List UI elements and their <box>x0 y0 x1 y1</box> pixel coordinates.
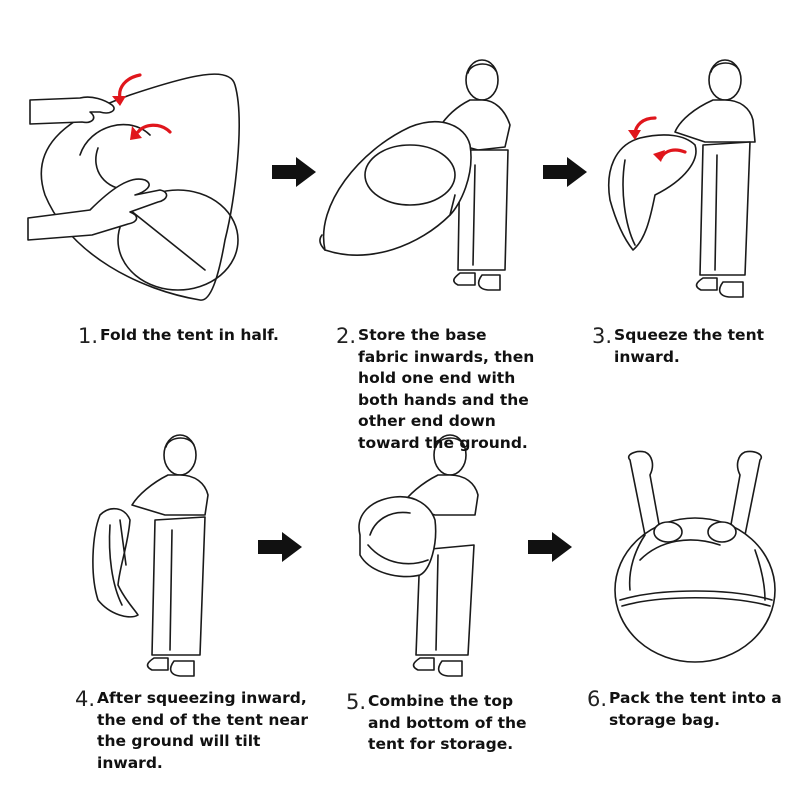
step-text: Combine the top and bottom of the tent f… <box>368 692 527 753</box>
step-2-caption: 2. Store the base fabric inwards, then h… <box>336 325 541 454</box>
step-number: 2. <box>336 324 357 348</box>
step-text: Store the base fabric inwards, then hold… <box>358 326 535 452</box>
step-5-caption: 5. Combine the top and bottom of the ten… <box>346 691 551 756</box>
right-arrow-icon <box>528 532 572 562</box>
step-6-illustration <box>600 440 790 680</box>
step-6-caption: 6. Pack the tent into a storage bag. <box>587 688 787 731</box>
step-number: 5. <box>346 690 367 714</box>
step-text: Fold the tent in half. <box>100 326 279 344</box>
step-text: Pack the tent into a storage bag. <box>609 689 782 729</box>
step-1-caption: 1. Fold the tent in half. <box>78 325 308 347</box>
step-3-caption: 3. Squeeze the tent inward. <box>592 325 782 368</box>
step-1-illustration <box>20 40 280 310</box>
red-curved-arrow-icon <box>118 73 142 100</box>
step-text: Squeeze the tent inward. <box>614 326 765 366</box>
step-3-illustration <box>595 50 795 305</box>
step-number: 4. <box>75 687 96 711</box>
step-5-illustration <box>350 425 500 685</box>
step-number: 6. <box>587 687 608 711</box>
step-number: 3. <box>592 324 613 348</box>
step-text: After squeezing inward, the end of the t… <box>97 689 308 772</box>
right-arrow-icon <box>258 532 302 562</box>
step-number: 1. <box>78 324 99 348</box>
step-4-caption: 4. After squeezing inward, the end of th… <box>75 688 330 774</box>
step-4-illustration <box>80 425 240 680</box>
step-2-illustration <box>300 55 530 305</box>
right-arrow-icon <box>272 157 316 187</box>
right-arrow-icon <box>543 157 587 187</box>
